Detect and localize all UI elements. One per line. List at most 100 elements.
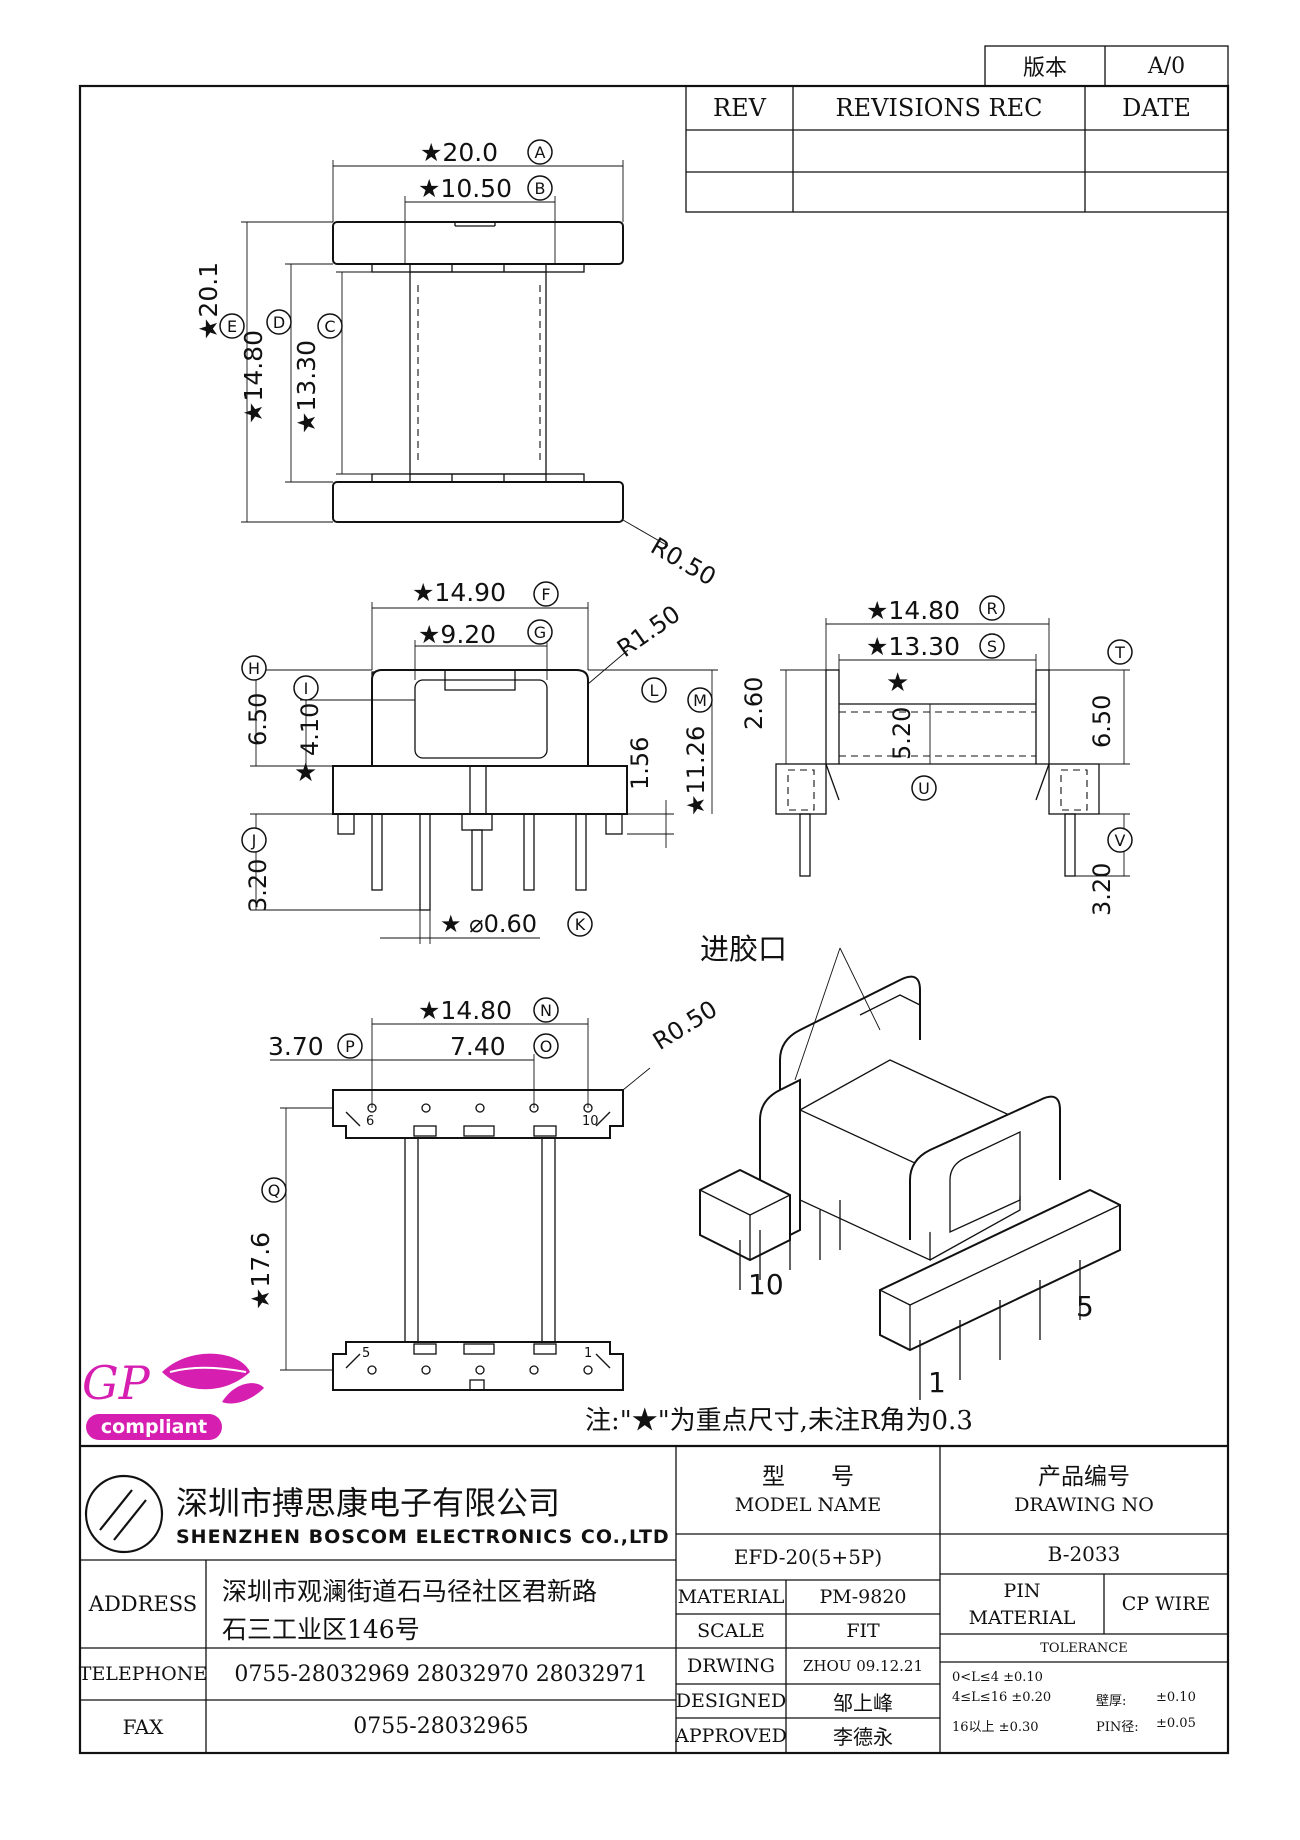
circle-letter-g: G <box>534 623 546 642</box>
drawing-no-label-cn: 产品编号 <box>1038 1464 1130 1490</box>
star-mark-end: ★ <box>886 668 910 698</box>
circle-letter-m: M <box>693 691 707 710</box>
dim-F: ★14.90 <box>412 578 506 607</box>
circle-letter-a: A <box>535 143 546 162</box>
circle-letter-p: P <box>345 1037 355 1056</box>
dim-2-60: 2.60 <box>740 676 768 730</box>
gate-label: 进胶口 <box>700 932 788 966</box>
dim-L: 1.56 <box>626 736 654 790</box>
pin-label-1: 1 <box>584 1346 593 1361</box>
circle-marker-c <box>317 313 343 339</box>
circle-marker-u <box>911 775 937 801</box>
company-name-cn: 深圳市搏思康电子有限公司 <box>176 1484 561 1522</box>
approved-value: 李德永 <box>833 1725 893 1749</box>
wall-value: ±0.10 <box>1156 1690 1196 1705</box>
rev-header: REV <box>713 94 766 122</box>
circle-marker-m <box>687 687 713 713</box>
revisions-rec-header: REVISIONS REC <box>835 94 1043 122</box>
dim-J: 3.20 <box>244 858 272 912</box>
circle-marker-l <box>641 677 667 703</box>
view-bottom-plan <box>270 1018 651 1391</box>
tolerance-row-1: 0<L≤4 ±0.10 <box>952 1670 1043 1685</box>
circle-marker-v <box>1107 827 1133 853</box>
wall-label: 壁厚: <box>1096 1694 1127 1709</box>
circle-marker-p <box>337 1033 363 1059</box>
dim-G: ★9.20 <box>418 620 497 649</box>
designed-label: DESIGNED <box>675 1690 787 1712</box>
address-line-2: 石三工业区146号 <box>222 1615 420 1644</box>
gp-compliant-logo <box>86 1353 264 1440</box>
tolerance-row-2: 4≤L≤16 ±0.20 <box>952 1690 1052 1705</box>
pin-label-10: 10 <box>582 1114 599 1129</box>
circle-letter-d: D <box>273 313 285 332</box>
circle-letter-i: I <box>304 679 309 698</box>
title-block-grid <box>80 1444 1228 1753</box>
address-label: ADDRESS <box>88 1592 198 1616</box>
drawing-note: 注:"★"为重点尺寸,未注R角为0.3 <box>585 1406 973 1436</box>
circle-letter-b: B <box>535 179 546 198</box>
circle-letter-e: E <box>227 317 237 336</box>
dim-K: ★ ⌀0.60 <box>440 910 538 938</box>
circle-marker-j <box>241 827 267 853</box>
model-label-cn: 型 号 <box>762 1464 854 1490</box>
dim-P: 3.70 <box>268 1032 324 1061</box>
circle-letter-o: O <box>540 1037 553 1056</box>
address-line-1: 深圳市观澜街道石马径社区君新路 <box>222 1577 598 1606</box>
circle-marker-h <box>241 655 267 681</box>
revision-table <box>685 85 1229 213</box>
circle-marker-q <box>261 1177 287 1203</box>
circle-letter-k: K <box>575 915 586 934</box>
view-front-elevation <box>241 160 669 547</box>
dim-O: 7.40 <box>450 1032 506 1061</box>
pin-dia-value: ±0.05 <box>1156 1716 1196 1731</box>
dim-E: ★20.1 <box>194 261 223 340</box>
dim-R: ★14.80 <box>866 596 960 625</box>
drawing-frame <box>78 84 1230 1755</box>
circle-marker-t <box>1107 639 1133 665</box>
circle-marker-a <box>527 139 553 165</box>
material-label: MATERIAL <box>677 1586 785 1608</box>
circle-letter-u: U <box>918 779 930 798</box>
star-mark-left: ★ <box>294 758 318 788</box>
dim-U: 5.20 <box>888 706 916 760</box>
circle-marker-d <box>266 309 292 335</box>
circle-letter-s: S <box>987 637 997 656</box>
designed-value: 邹上峰 <box>833 1690 893 1715</box>
scale-label: SCALE <box>697 1620 765 1642</box>
telephone-label: TELEPHONE <box>78 1663 208 1685</box>
drawing-no-label-en: DRAWING NO <box>1014 1494 1154 1516</box>
drwing-value: ZHOU 09.12.21 <box>802 1657 923 1675</box>
dim-Q: ★17.6 <box>246 1231 275 1310</box>
circle-letter-l: L <box>650 681 659 700</box>
dim-D: ★14.80 <box>239 330 268 424</box>
iso-pin-5: 5 <box>1076 1290 1094 1323</box>
view-end <box>775 618 1130 877</box>
tolerance-label: TOLERANCE <box>1040 1640 1128 1656</box>
dim-T: 6.50 <box>1088 694 1116 748</box>
dim-V: 3.20 <box>1088 862 1116 916</box>
telephone-value: 0755-28032969 28032970 28032971 <box>234 1661 648 1687</box>
iso-pin-10: 10 <box>748 1268 784 1301</box>
dim-N: ★14.80 <box>418 996 512 1025</box>
dim-I: 4.10 <box>296 702 324 756</box>
circle-letter-h: H <box>248 659 260 678</box>
tolerance-row-3: 16以上 ±0.30 <box>952 1720 1039 1735</box>
version-label: 版本 <box>1022 56 1067 81</box>
circle-letter-j: J <box>251 831 257 850</box>
view-isometric <box>699 947 1121 1400</box>
approved-label: APPROVED <box>675 1724 787 1747</box>
scale-value: FIT <box>846 1620 880 1642</box>
drwing-label: DRWING <box>687 1655 775 1677</box>
circle-marker-r <box>979 595 1005 621</box>
company-name-en: SHENZHEN BOSCOM ELECTRONICS CO.,LTD <box>176 1526 670 1548</box>
circle-marker-f <box>533 581 559 607</box>
fax-value: 0755-28032965 <box>353 1714 529 1739</box>
circle-letter-c: C <box>324 317 335 336</box>
dim-M: ★11.26 <box>682 725 710 816</box>
circle-marker-e <box>219 313 245 339</box>
pin-material-value: CP WIRE <box>1121 1593 1211 1615</box>
circle-marker-g <box>527 619 553 645</box>
model-label-en: MODEL NAME <box>734 1494 882 1516</box>
